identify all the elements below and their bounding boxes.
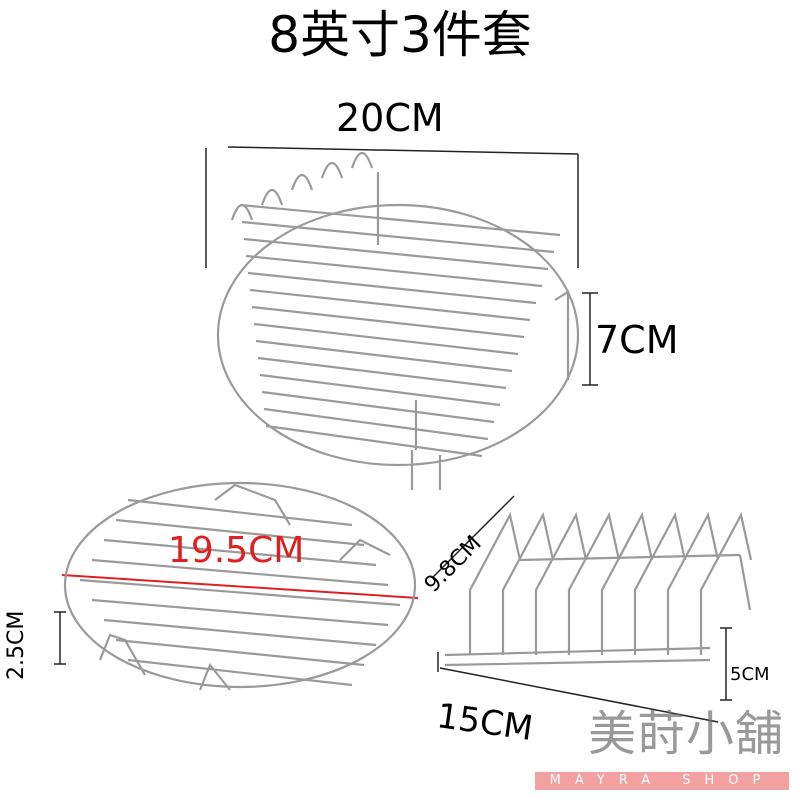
product-title: 8英寸3件套 xyxy=(268,6,532,64)
diameter-line xyxy=(61,574,419,599)
wire xyxy=(241,220,555,254)
skewer-wire xyxy=(633,511,687,655)
skewer-wire xyxy=(600,511,654,655)
wire xyxy=(245,254,543,288)
rack-width-label: 20CM xyxy=(336,96,444,140)
skewer-wire xyxy=(468,511,522,655)
skewer-wire xyxy=(567,511,621,655)
wire xyxy=(91,558,389,587)
wire xyxy=(239,203,561,237)
watermark-shop-name: MAYRA SHOP xyxy=(535,772,789,790)
skewer-wire xyxy=(666,511,720,655)
wire xyxy=(247,271,537,305)
watermark-logo: 美莳小舖 xyxy=(588,706,785,762)
rack-height-label: 7CM xyxy=(595,318,679,362)
low-grill-rack xyxy=(63,481,417,691)
wire xyxy=(103,538,377,567)
wire xyxy=(79,578,401,607)
skewer-wire xyxy=(699,511,753,655)
grill-height-label: 2.5CM xyxy=(4,610,29,680)
grill-diameter-label: 19.5CM xyxy=(168,530,305,571)
skewer-rack xyxy=(444,511,753,667)
wire xyxy=(127,658,353,687)
wire xyxy=(249,288,531,322)
wire xyxy=(243,237,549,271)
wire xyxy=(263,407,489,441)
wire xyxy=(261,390,495,424)
wire xyxy=(259,373,501,407)
wire xyxy=(115,638,365,667)
wire xyxy=(251,305,525,339)
skewer-wire xyxy=(534,511,588,655)
wire xyxy=(91,598,389,627)
skewer-wire xyxy=(501,511,555,655)
tall-rack xyxy=(216,151,580,490)
dimension-lines xyxy=(54,146,732,723)
wire xyxy=(265,424,483,458)
wire xyxy=(257,356,507,390)
wire xyxy=(255,339,513,373)
wire xyxy=(115,518,365,547)
wire xyxy=(127,498,353,527)
wire xyxy=(103,618,377,647)
skewer-height-label: 5CM xyxy=(730,664,770,685)
wire xyxy=(253,322,519,356)
